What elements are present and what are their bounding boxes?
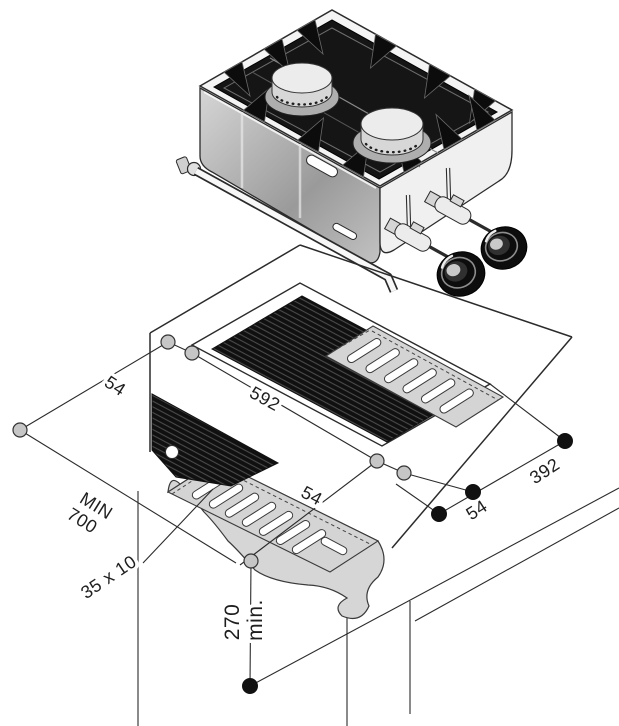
dimension-lines xyxy=(19,341,566,687)
section-face-hatched xyxy=(151,393,280,487)
countertop-diagram: 54 592 MIN 700 54 54 392 35 x 10 270 min… xyxy=(12,244,619,726)
gas-inlet-pipe xyxy=(175,156,399,293)
clearance-line xyxy=(249,560,252,687)
burner-ports-rear xyxy=(275,95,329,106)
burner-cap-front xyxy=(352,107,432,164)
burner-ports-front xyxy=(364,142,420,154)
slot-size-leader xyxy=(142,488,214,564)
dimension-labels: 54 592 MIN 700 54 54 392 35 x 10 270 min… xyxy=(60,368,567,645)
burner-cap-rear xyxy=(264,62,340,117)
small-slot xyxy=(320,536,348,556)
body-vent-slot xyxy=(332,222,358,241)
fixing-hole xyxy=(165,445,179,459)
vent-plate-front xyxy=(166,460,380,573)
clearance-below-label: 270 min. xyxy=(218,596,271,645)
grate-front-slot xyxy=(306,154,338,178)
vent-plate-top xyxy=(324,325,505,428)
under-counter-lines xyxy=(137,487,619,726)
dimension-depth-min-label: MIN 700 xyxy=(60,485,120,541)
control-knob-front xyxy=(436,251,486,297)
control-knob-rear xyxy=(480,226,528,270)
dimension-margin-left-label: 54 xyxy=(101,372,130,400)
slot-size-label: 35 x 10 xyxy=(77,551,140,603)
reference-dots-gray xyxy=(12,334,412,569)
svg-text:270: 270 xyxy=(221,604,244,641)
dimension-cutout-depth-label: 392 xyxy=(526,454,563,488)
break-away-section xyxy=(151,393,385,619)
unit-body-right-face xyxy=(379,110,513,254)
dimension-margin-right-label: 54 xyxy=(462,496,491,524)
svg-text:min.: min. xyxy=(244,599,267,641)
reference-dots-black xyxy=(242,433,573,694)
gas-unit-illustration xyxy=(175,9,528,297)
